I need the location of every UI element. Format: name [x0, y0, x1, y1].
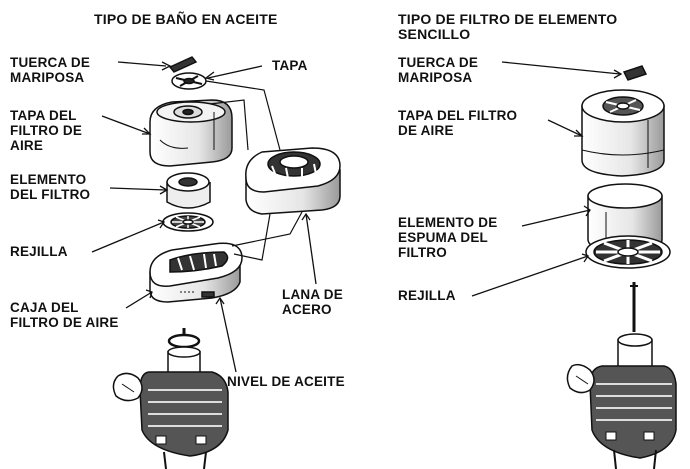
screen-part-left [162, 212, 214, 232]
filter-housing-part-left [149, 242, 243, 303]
gasket-part-left [167, 328, 201, 349]
filter-element-part-left [166, 172, 211, 209]
filter-cover-part-right [581, 89, 665, 177]
right-title: TIPO DE FILTRO DE ELEMENTO SENCILLO [398, 11, 618, 42]
label-screen-right: REJILLA [398, 288, 456, 303]
label-wing-nut-right: TUERCA DE MARIPOSA [398, 55, 479, 85]
label-filter-housing-left: CAJA DEL FILTRO DE AIRE [10, 300, 119, 330]
cap-part-left [171, 72, 207, 90]
steel-wool-part-left [245, 147, 341, 215]
label-wing-nut-left: TUERCA DE MARIPOSA [10, 55, 91, 85]
wing-nut-part-right [622, 65, 648, 81]
engine-part-right [566, 333, 677, 469]
wing-nut-part-left [168, 56, 198, 73]
label-cap-left: TAPA [272, 58, 308, 73]
left-title: TIPO DE BAÑO EN ACEITE [94, 11, 278, 27]
label-filter-cover-left: TAPA DEL FILTRO DE AIRE [10, 108, 83, 153]
label-steel-wool-left: LANA DE ACERO [282, 287, 343, 317]
engine-part-left [112, 346, 229, 469]
guide-lines-left [205, 80, 303, 261]
screen-part-right [585, 235, 671, 269]
label-screen-left: REJILLA [10, 244, 68, 259]
label-filter-element-left: ELEMENTO DEL FILTRO [10, 172, 91, 202]
stud-part-right [630, 282, 638, 332]
right-assembly [566, 65, 677, 469]
label-filter-cover-right: TAPA DEL FILTRO DE AIRE [398, 108, 518, 138]
label-oil-level-left: NIVEL DE ACEITE [227, 374, 345, 389]
label-foam-element-right: ELEMENTO DE ESPUMA DEL FILTRO [398, 215, 498, 260]
leader-lines-left [91, 61, 317, 373]
left-assembly [112, 56, 341, 469]
filter-cover-part-left [149, 99, 233, 167]
leader-lines-right [471, 61, 623, 297]
